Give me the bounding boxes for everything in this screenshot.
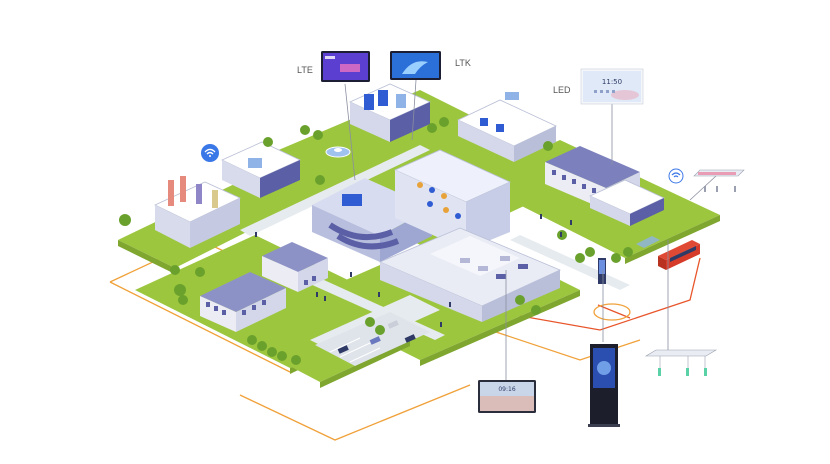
lab-building: [457, 92, 557, 162]
office-building: [200, 242, 328, 332]
lte-label: LTE: [297, 65, 313, 75]
ltk-display: [390, 51, 441, 80]
device-leader-lines: [344, 79, 717, 380]
computer-room: [349, 83, 431, 142]
led-display: 11:50: [580, 68, 644, 105]
classroom-building: [378, 149, 561, 322]
led-label: LED: [553, 85, 571, 95]
ltk-label: LTK: [455, 58, 471, 68]
track-light-fixture: [644, 349, 718, 376]
library-building: [154, 141, 301, 248]
wifi-icon: [668, 168, 684, 184]
kiosk-stand: [588, 344, 620, 427]
fountain: [325, 146, 351, 158]
led-clock: 11:50: [602, 78, 622, 86]
kiosk-small: [598, 258, 606, 284]
parking-lot: [315, 312, 430, 366]
bus-stop: [636, 236, 660, 248]
people: [255, 214, 572, 327]
dormitory-building: [545, 146, 665, 226]
lte-display: [321, 51, 370, 82]
bus: [658, 240, 700, 270]
board-clock: 09:16: [498, 386, 515, 393]
wifi-icon: [201, 144, 219, 162]
interactive-board: 09:16: [478, 380, 536, 413]
ceiling-fixture-top: [693, 169, 745, 192]
